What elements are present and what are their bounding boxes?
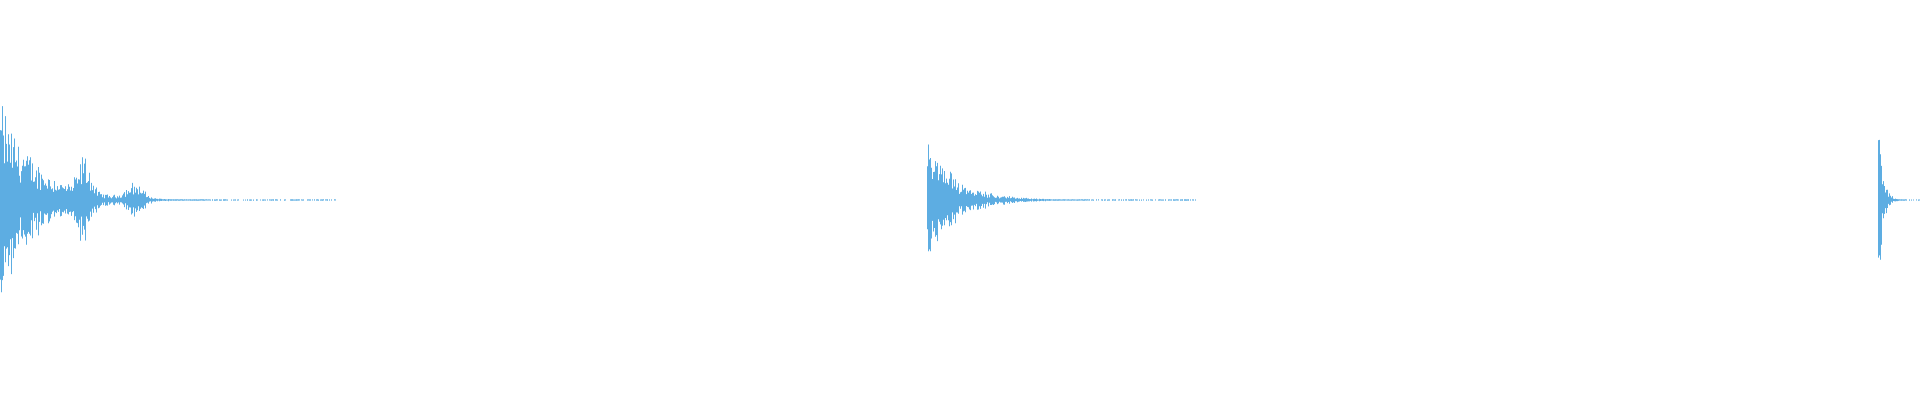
waveform-burst-3-trace	[1878, 139, 1920, 260]
waveform-burst-1	[0, 106, 336, 293]
waveform-burst-2	[927, 144, 1196, 252]
waveform-burst-1-trace	[0, 106, 336, 293]
waveform-burst-2-trace	[927, 144, 1196, 252]
waveform-burst-3	[1878, 139, 1920, 260]
waveform-group	[0, 106, 1920, 293]
